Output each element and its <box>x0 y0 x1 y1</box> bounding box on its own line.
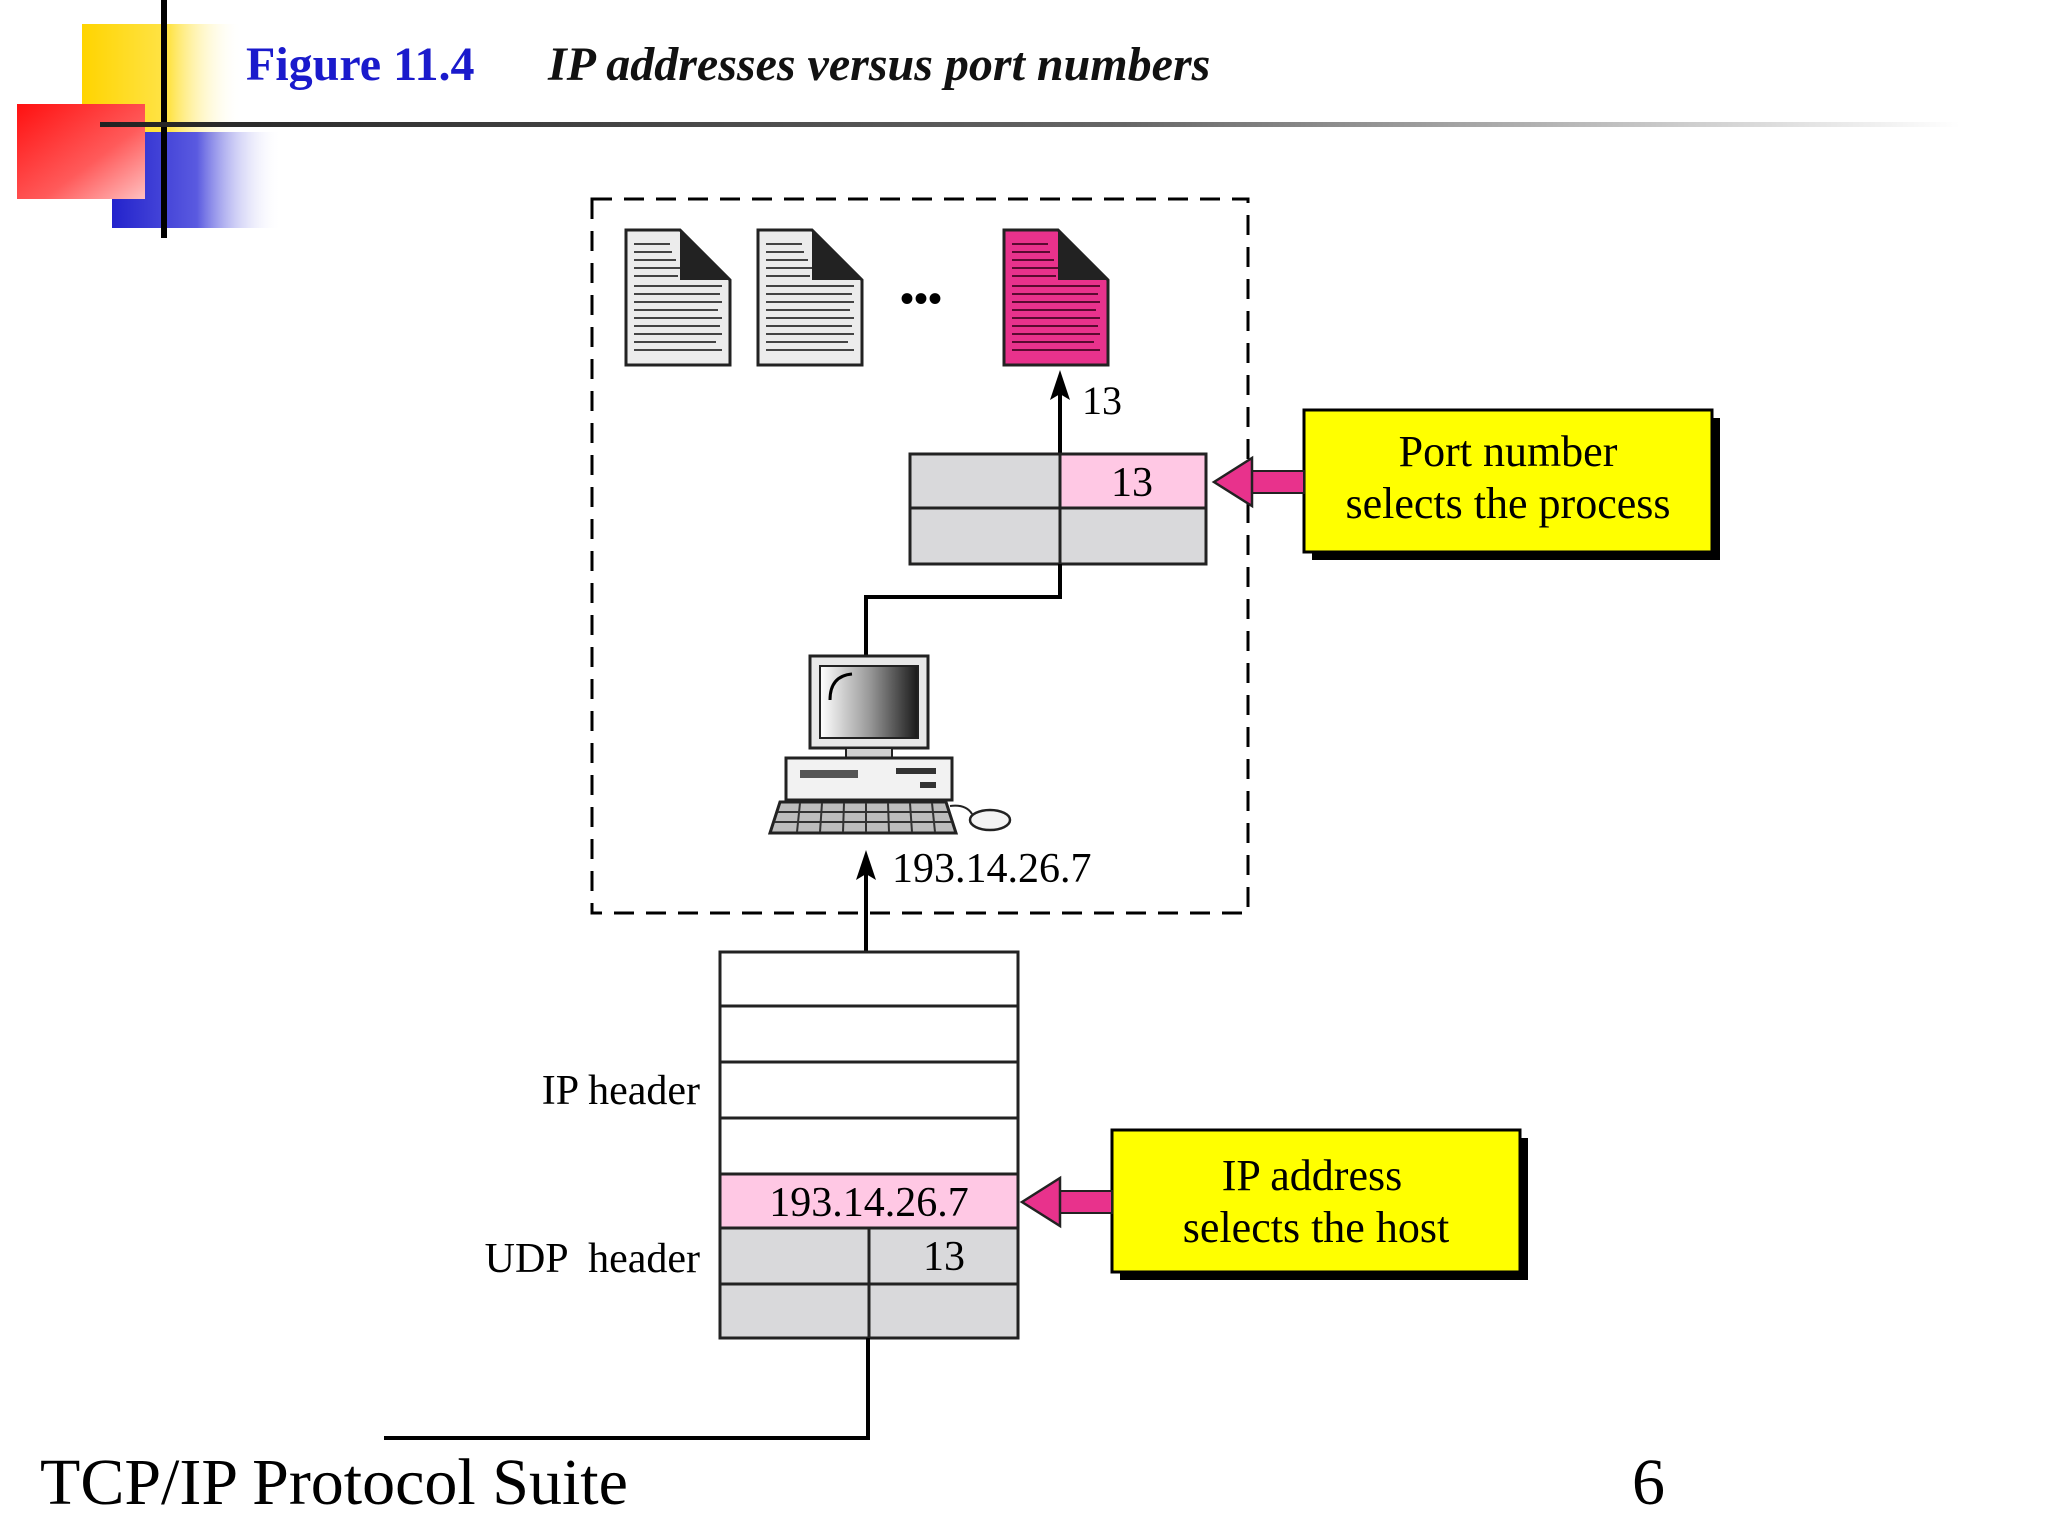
footer-title: TCP/IP Protocol Suite <box>40 1446 628 1519</box>
packet-ip-value: 193.14.26.7 <box>769 1180 969 1226</box>
corner-decoration <box>17 0 282 238</box>
ip-header-row-2 <box>718 1004 1020 1064</box>
packet-port-value: 13 <box>923 1234 965 1280</box>
page-number: 6 <box>1632 1446 1665 1519</box>
host-boundary <box>590 197 1250 915</box>
process-document-1 <box>624 228 732 367</box>
callout-port-line2: selects the process <box>1346 479 1671 528</box>
port-arrow-label: 13 <box>1082 378 1122 423</box>
ip-header-label: IP header <box>542 1068 700 1114</box>
title-rule <box>100 122 1960 127</box>
port-arrow-head <box>1050 370 1070 400</box>
ip-arrow-head <box>856 850 876 880</box>
callout-ip-address <box>1110 1128 1528 1280</box>
figure-caption: IP addresses versus port numbers <box>547 38 1210 91</box>
host-computer-icon <box>767 654 1012 835</box>
figure-label: Figure 11.4 <box>246 38 474 91</box>
udp-header-label: UDP header <box>485 1236 700 1282</box>
deco-red-block <box>17 104 145 199</box>
callout-ip-pointer <box>1019 1175 1113 1229</box>
packet-stack <box>718 950 1020 1340</box>
callout-ip-line2: selects the host <box>1183 1203 1449 1252</box>
host-ip-label: 193.14.26.7 <box>892 846 1092 892</box>
transport-header-box <box>908 452 1208 566</box>
transport-port-value: 13 <box>1111 460 1153 506</box>
callout-port-number <box>1302 408 1720 560</box>
ip-header-row-1 <box>718 950 1020 1008</box>
ip-destination-field <box>718 1172 1020 1230</box>
incoming-network-line <box>384 1338 870 1440</box>
host-to-transport-connector <box>864 564 1062 657</box>
process-document-target <box>1002 228 1110 367</box>
callout-port-line1: Port number <box>1399 427 1618 476</box>
ip-header-row-4 <box>718 1116 1020 1176</box>
ip-header-row-3 <box>718 1060 1020 1120</box>
callout-ip-line1: IP address <box>1222 1151 1402 1200</box>
process-ellipsis: ••• <box>900 276 942 321</box>
deco-vertical-bar <box>161 0 167 238</box>
process-document-2 <box>756 228 864 367</box>
callout-port-pointer <box>1211 455 1305 509</box>
